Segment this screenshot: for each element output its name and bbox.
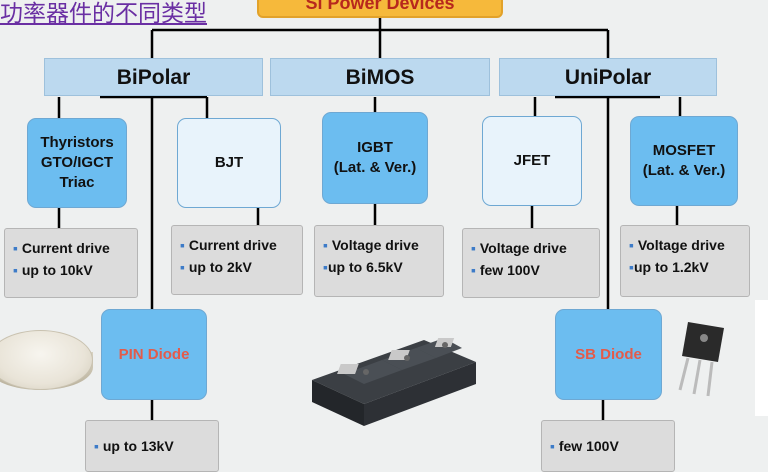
to247-transistor-image [678, 322, 724, 397]
device-label: PIN Diode [118, 345, 190, 363]
device-label-line: Thyristors [40, 134, 114, 151]
device-mosfet: MOSFET (Lat. & Ver.) [630, 116, 738, 206]
bullet-icon: ▪ [13, 240, 18, 256]
props-thyristors: ▪ Current drive ▪ up to 10kV [4, 228, 138, 298]
bullet-icon: ▪ [550, 438, 555, 454]
bullet-icon: ▪ [13, 262, 18, 278]
category-bipolar: BiPolar [44, 58, 263, 96]
bullet-icon: ▪ [629, 259, 634, 275]
device-label-line: (Lat. & Ver.) [642, 162, 726, 179]
bullet-icon: ▪ [94, 438, 99, 454]
category-unipolar: UniPolar [499, 58, 717, 96]
right-edge-panel [755, 300, 768, 416]
props-sb-diode: ▪ few 100V [541, 420, 675, 472]
bullet-icon: ▪ [180, 259, 185, 275]
device-label-line: (Lat. & Ver.) [333, 159, 417, 176]
props-jfet: ▪ Voltage drive ▪ few 100V [462, 228, 600, 298]
props-igbt: ▪ Voltage drive ▪up to 6.5kV [314, 225, 444, 297]
si-power-devices-box: Si Power Devices [257, 0, 503, 18]
bullet-icon: ▪ [180, 237, 185, 253]
device-thyristors: Thyristors GTO/IGCT Triac [27, 118, 127, 208]
prop-text: Voltage drive [331, 237, 419, 253]
prop-text: Current drive [188, 237, 277, 253]
category-bimos: BiMOS [270, 58, 490, 96]
props-pin-diode: ▪ up to 13kV [85, 420, 219, 472]
bullet-icon: ▪ [471, 262, 476, 278]
prop-text: few 100V [479, 262, 540, 278]
bullet-icon: ▪ [323, 259, 328, 275]
device-pin-diode: PIN Diode [101, 309, 207, 400]
prop-text: up to 6.5kV [327, 259, 403, 275]
page-title: 功率器件的不同类型 [0, 1, 207, 27]
prop-text: Current drive [21, 240, 110, 256]
device-sb-diode: SB Diode [555, 309, 662, 400]
prop-text: up to 1.2kV [633, 259, 709, 275]
device-label-line: GTO/IGCT [40, 154, 114, 171]
prop-text: up to 2kV [188, 259, 252, 275]
bullet-icon: ▪ [471, 240, 476, 256]
bullet-icon: ▪ [323, 237, 328, 253]
device-label: SB Diode [575, 345, 642, 363]
device-label: JFET [513, 152, 551, 169]
prop-text: up to 10kV [21, 262, 93, 278]
props-mosfet: ▪ Voltage drive ▪up to 1.2kV [620, 225, 750, 297]
prop-text: Voltage drive [479, 240, 567, 256]
device-label: BJT [214, 154, 244, 171]
bullet-icon: ▪ [629, 237, 634, 253]
device-label-line: MOSFET [652, 142, 716, 159]
device-label-line: Triac [59, 174, 95, 191]
prop-text: up to 13kV [102, 438, 174, 454]
prop-text: few 100V [558, 438, 619, 454]
device-bjt: BJT [177, 118, 281, 208]
device-jfet: JFET [482, 116, 582, 206]
thyristor-disc-image-top [0, 330, 93, 390]
prop-text: Voltage drive [637, 237, 725, 253]
props-bjt: ▪ Current drive ▪ up to 2kV [171, 225, 303, 295]
device-igbt: IGBT (Lat. & Ver.) [322, 112, 428, 204]
igbt-module-image [312, 338, 476, 426]
device-label-line: IGBT [357, 139, 393, 156]
